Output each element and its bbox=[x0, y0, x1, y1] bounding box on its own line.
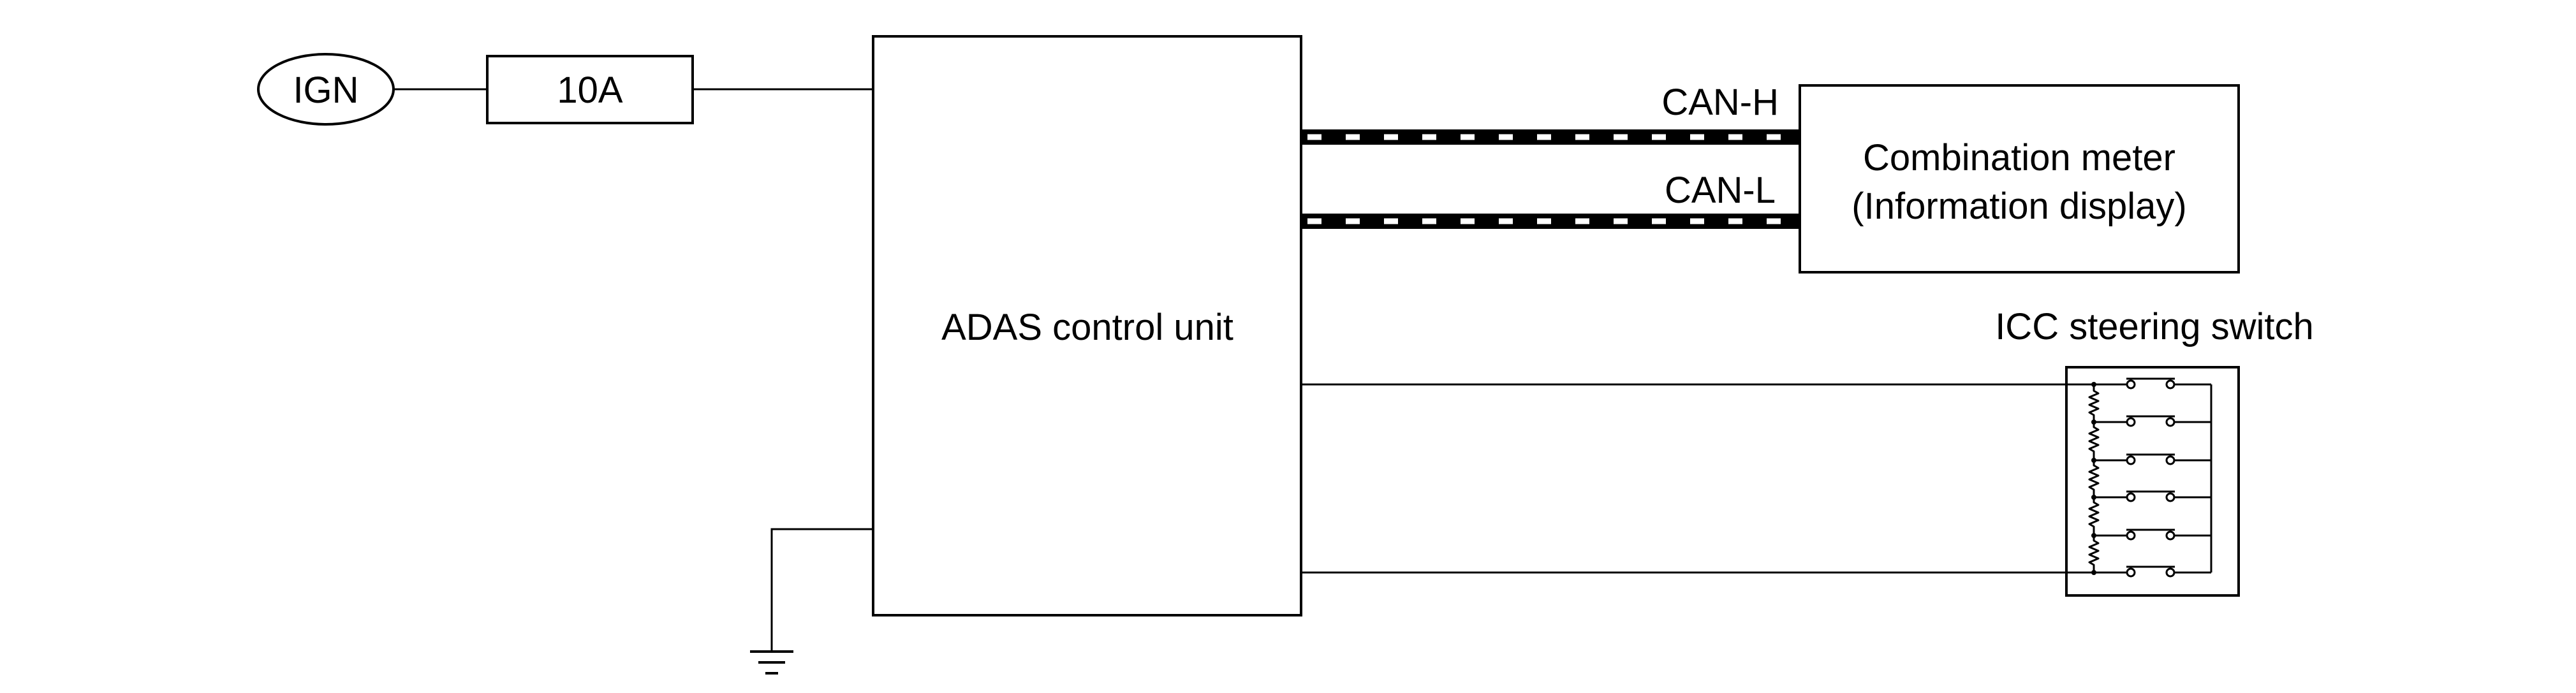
switch-row-2 bbox=[2091, 415, 2211, 427]
switch-row-1 bbox=[2091, 377, 2211, 390]
icc-label: ICC steering switch bbox=[1995, 306, 2314, 347]
ign-source: IGN bbox=[257, 53, 395, 126]
open-switch-icon bbox=[2126, 567, 2136, 578]
can-h-line: CAN-H bbox=[1301, 82, 1800, 145]
combination-meter: Combination meter (Information display) bbox=[1799, 84, 2240, 274]
ground-symbol-icon bbox=[750, 650, 793, 675]
ground-connection bbox=[750, 528, 873, 675]
open-switch-icon bbox=[2126, 417, 2136, 427]
icc-switch-box bbox=[2065, 366, 2240, 597]
switch-row-6 bbox=[2091, 565, 2211, 578]
adas-control-unit: ADAS control unit bbox=[872, 35, 1302, 616]
wire-adas-ground bbox=[770, 528, 873, 650]
icc-steering-switch: ICC steering switch bbox=[1995, 306, 2314, 597]
ign-label: IGN bbox=[293, 69, 358, 111]
open-switch-icon bbox=[2126, 492, 2136, 502]
meter-box bbox=[1799, 84, 2240, 274]
meter-label-line1: Combination meter bbox=[1863, 137, 2175, 179]
adas-label: ADAS control unit bbox=[941, 307, 1233, 348]
open-switch-icon bbox=[2126, 379, 2136, 390]
resistor-icon bbox=[2088, 384, 2100, 573]
meter-label-line2: (Information display) bbox=[1851, 186, 2186, 227]
fuse-label: 10A bbox=[557, 69, 623, 111]
switch-row-3 bbox=[2091, 453, 2211, 465]
open-switch-icon bbox=[2126, 530, 2136, 541]
switch-row-4 bbox=[2091, 490, 2211, 502]
fuse-10a: 10A bbox=[486, 55, 694, 124]
adas-box bbox=[872, 35, 1302, 616]
switch-row-5 bbox=[2091, 529, 2211, 541]
open-switch-icon bbox=[2126, 455, 2136, 465]
can-l-label: CAN-L bbox=[1665, 170, 1776, 211]
can-l-line: CAN-L bbox=[1301, 170, 1800, 229]
can-h-label: CAN-H bbox=[1661, 82, 1779, 123]
